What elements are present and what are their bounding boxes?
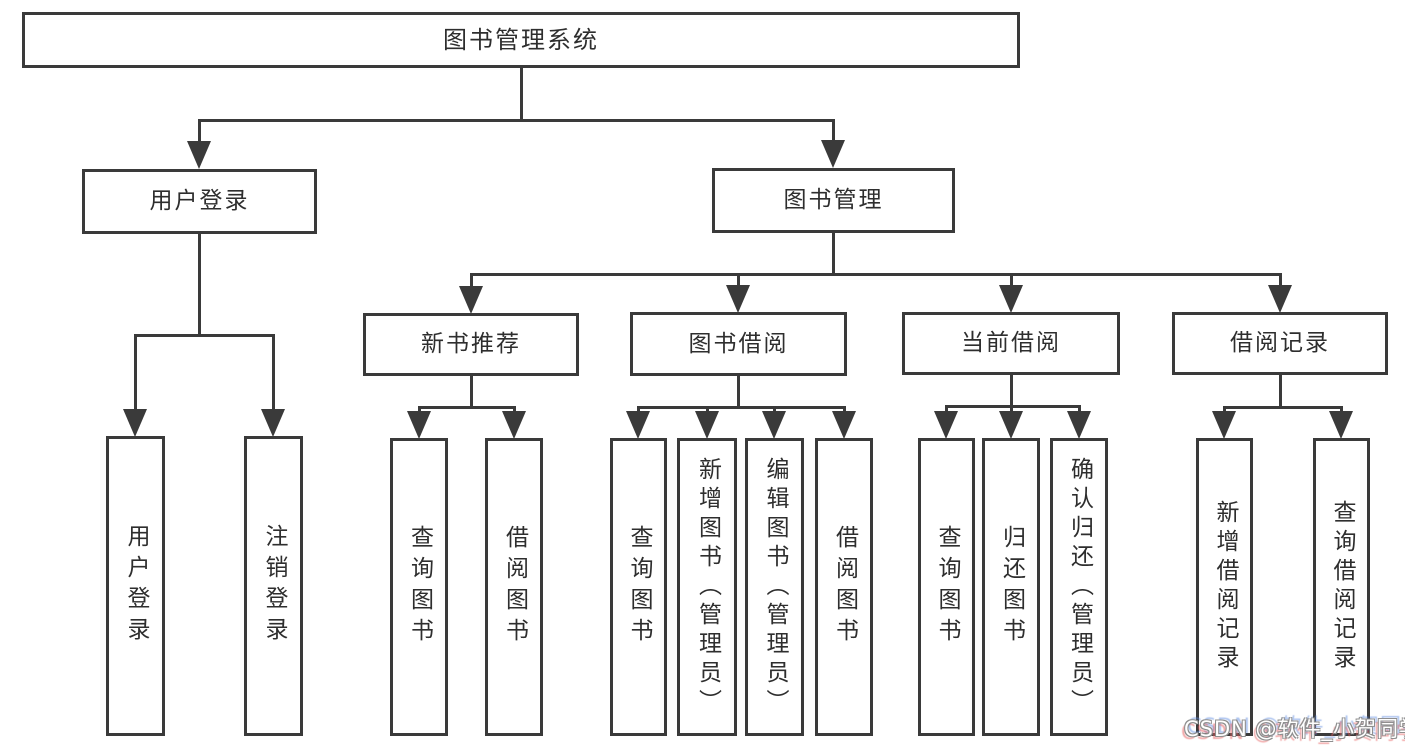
tree-connector-vertical bbox=[1010, 406, 1013, 412]
arrow-down-icon bbox=[1268, 285, 1292, 313]
node-leaf-user-login: 用户登录 bbox=[106, 436, 165, 736]
tree-connector-vertical bbox=[737, 274, 740, 288]
node-leaf-logout: 注销登录 bbox=[244, 436, 303, 736]
arrow-down-icon bbox=[762, 411, 786, 439]
watermark: CSDN @软件_小贺同学 bbox=[1184, 717, 1405, 741]
node-new-book-rec: 新书推荐 bbox=[363, 313, 579, 376]
tree-connector-vertical bbox=[1010, 375, 1013, 407]
tree-connector-vertical bbox=[737, 376, 740, 408]
tree-connector-horizontal bbox=[470, 273, 1282, 276]
tree-connector-vertical bbox=[198, 234, 201, 336]
arrow-down-icon bbox=[1067, 411, 1091, 439]
tree-connector-vertical bbox=[470, 376, 473, 408]
arrow-down-icon bbox=[407, 411, 431, 439]
arrow-down-icon bbox=[1329, 411, 1353, 439]
arrow-down-icon bbox=[187, 141, 211, 169]
tree-connector-horizontal bbox=[945, 405, 1081, 408]
tree-connector-vertical bbox=[198, 120, 201, 146]
arrow-down-icon bbox=[999, 285, 1023, 313]
node-leaf-query-book-3: 查询图书 bbox=[918, 438, 975, 736]
tree-connector-horizontal bbox=[637, 406, 846, 409]
tree-connector-vertical bbox=[470, 274, 473, 288]
node-leaf-edit-book: 编辑图书（管理员） bbox=[745, 438, 804, 736]
arrow-down-icon bbox=[726, 285, 750, 313]
node-leaf-borrow-book-2: 借阅图书 bbox=[815, 438, 873, 736]
arrow-down-icon bbox=[695, 411, 719, 439]
tree-connector-vertical bbox=[773, 407, 776, 412]
node-leaf-query-book-2: 查询图书 bbox=[610, 438, 667, 736]
node-leaf-confirm-return: 确认归还（管理员） bbox=[1050, 438, 1108, 736]
node-user-login: 用户登录 bbox=[82, 169, 317, 234]
node-leaf-add-record: 新增借阅记录 bbox=[1196, 438, 1253, 736]
arrow-down-icon bbox=[626, 411, 650, 439]
node-root: 图书管理系统 bbox=[22, 12, 1020, 68]
tree-connector-vertical bbox=[1279, 375, 1282, 408]
tree-connector-vertical bbox=[513, 407, 516, 412]
tree-connector-horizontal bbox=[1223, 406, 1343, 409]
arrow-down-icon bbox=[123, 409, 147, 437]
node-leaf-return-book: 归还图书 bbox=[982, 438, 1040, 736]
node-leaf-query-record: 查询借阅记录 bbox=[1313, 438, 1370, 736]
tree-connector-vertical bbox=[134, 335, 137, 412]
arrow-down-icon bbox=[821, 140, 845, 168]
node-leaf-add-book: 新增图书（管理员） bbox=[677, 438, 737, 736]
tree-connector-vertical bbox=[1279, 274, 1282, 288]
node-borrow-records: 借阅记录 bbox=[1172, 312, 1388, 375]
tree-connector-vertical bbox=[1340, 407, 1343, 412]
tree-connector-vertical bbox=[272, 335, 275, 412]
tree-connector-vertical bbox=[945, 406, 948, 412]
arrow-down-icon bbox=[832, 411, 856, 439]
tree-connector-horizontal bbox=[198, 119, 835, 122]
arrow-down-icon bbox=[999, 411, 1023, 439]
arrow-down-icon bbox=[502, 411, 526, 439]
tree-connector-vertical bbox=[637, 407, 640, 412]
node-leaf-query-book-1: 查询图书 bbox=[390, 438, 448, 736]
arrow-down-icon bbox=[261, 409, 285, 437]
arrow-down-icon bbox=[934, 411, 958, 439]
tree-connector-vertical bbox=[1223, 407, 1226, 412]
tree-connector-horizontal bbox=[418, 406, 516, 409]
tree-connector-vertical bbox=[418, 407, 421, 412]
node-book-mgmt: 图书管理 bbox=[712, 168, 955, 233]
tree-connector-vertical bbox=[832, 120, 835, 145]
arrow-down-icon bbox=[1212, 411, 1236, 439]
tree-connector-vertical bbox=[520, 68, 523, 121]
tree-connector-vertical bbox=[843, 407, 846, 412]
tree-connector-vertical bbox=[1078, 406, 1081, 412]
tree-connector-horizontal bbox=[134, 334, 275, 337]
node-leaf-borrow-book-1: 借阅图书 bbox=[485, 438, 543, 736]
tree-connector-vertical bbox=[832, 233, 835, 275]
node-book-borrow: 图书借阅 bbox=[630, 312, 847, 376]
tree-connector-vertical bbox=[1010, 274, 1013, 288]
arrow-down-icon bbox=[459, 286, 483, 314]
tree-connector-vertical bbox=[706, 407, 709, 412]
node-current-borrow: 当前借阅 bbox=[902, 312, 1120, 375]
